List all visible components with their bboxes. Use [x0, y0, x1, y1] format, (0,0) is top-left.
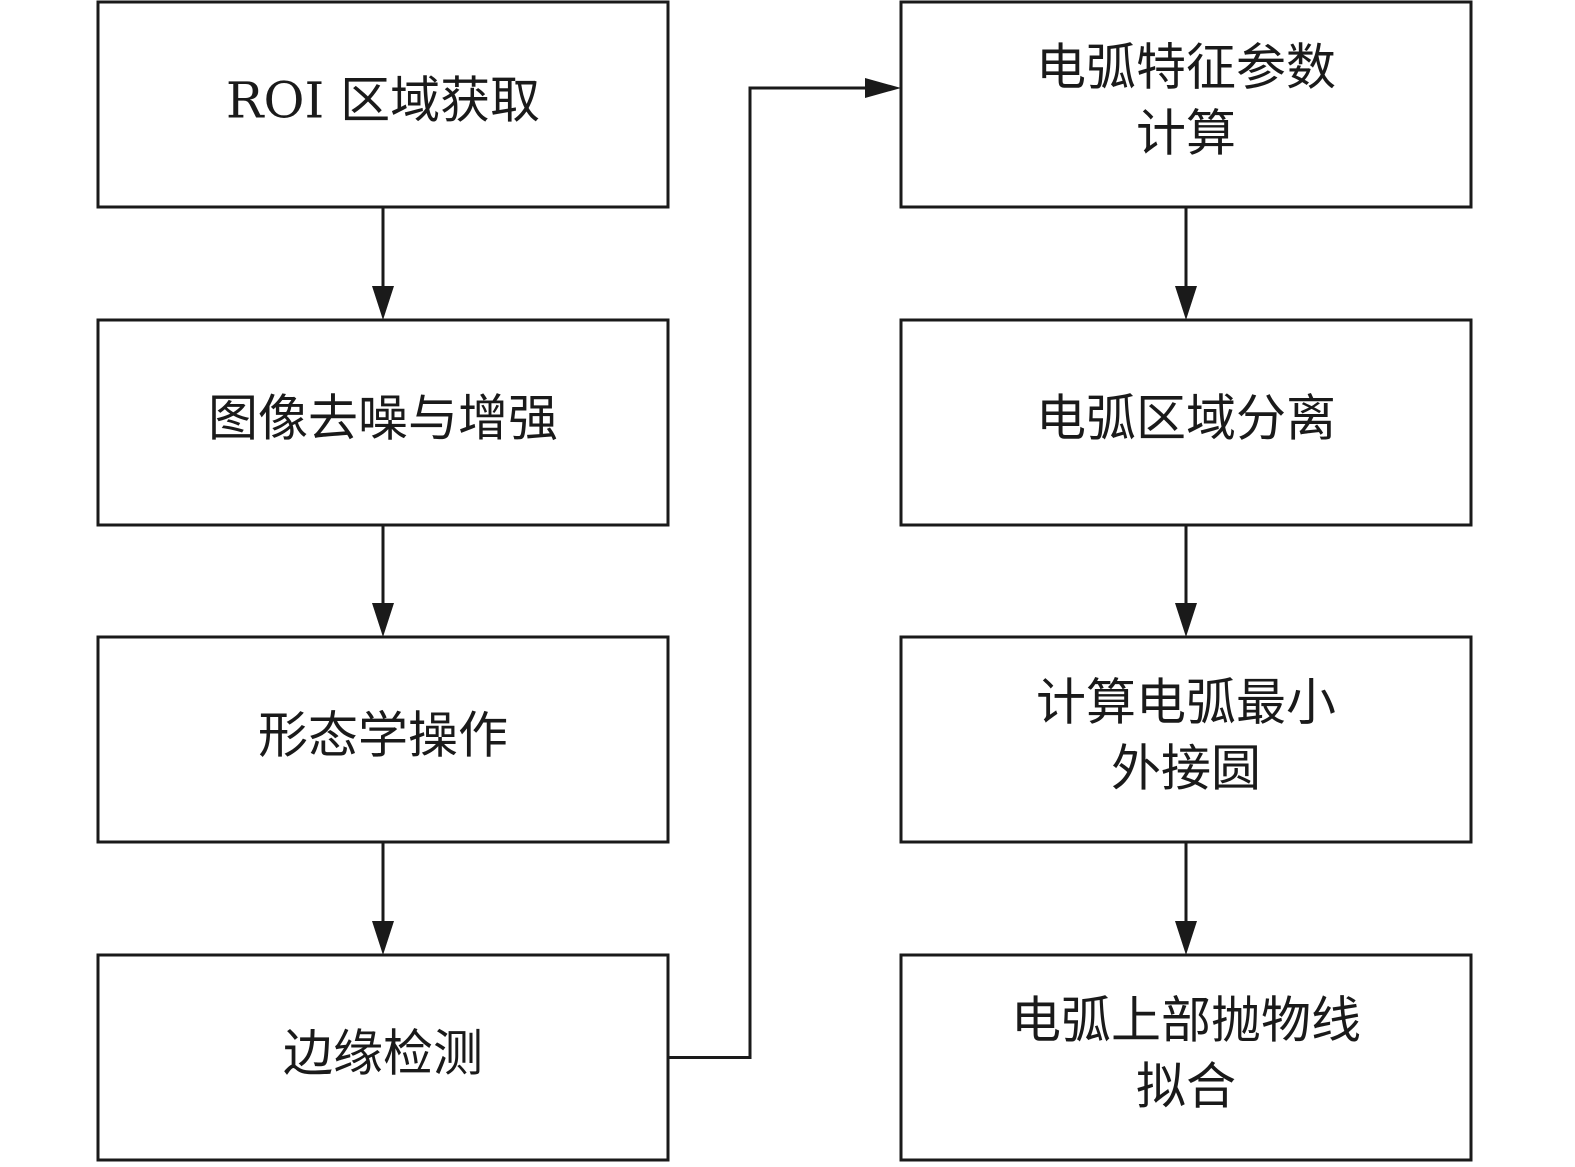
step-label: 拟合: [1136, 1058, 1236, 1116]
step-label: 形态学操作: [258, 707, 508, 765]
arrowhead: [372, 603, 394, 637]
arrowhead: [1175, 286, 1197, 320]
step-box-border: [899, 0, 1473, 209]
step-label: 计算: [1136, 105, 1236, 163]
step-label: 图像去噪与增强: [208, 390, 558, 448]
step-label: 外接圆: [1111, 740, 1261, 798]
step-box-border: [899, 953, 1473, 1162]
flow-arrow-edge-to-param: [668, 86, 869, 1059]
step-box-border: [899, 318, 1473, 527]
boxes: ROI 区域获取图像去噪与增强形态学操作边缘检测电弧特征参数计算电弧区域分离计算…: [96, 0, 1473, 1162]
arrowhead: [865, 78, 901, 98]
step-box-border: [96, 953, 670, 1162]
step-box-sep: 电弧区域分离: [899, 318, 1473, 527]
step-box-border: [96, 0, 670, 209]
step-box-roi: ROI 区域获取: [96, 0, 670, 209]
step-label: 边缘检测: [283, 1025, 483, 1083]
step-label: 计算电弧最小: [1036, 674, 1336, 732]
step-label: ROI 区域获取: [226, 72, 540, 130]
connectors: [372, 78, 1197, 1059]
step-box-edge: 边缘检测: [96, 953, 670, 1162]
step-box-border: [899, 635, 1473, 844]
arrowhead: [372, 286, 394, 320]
step-box-border: [96, 318, 670, 527]
step-label: 电弧区域分离: [1036, 390, 1336, 448]
step-box-denoise: 图像去噪与增强: [96, 318, 670, 527]
step-box-morph: 形态学操作: [96, 635, 670, 844]
step-label: 电弧特征参数: [1036, 39, 1336, 97]
step-label: 电弧上部抛物线: [1011, 992, 1361, 1050]
arrowhead: [372, 921, 394, 955]
arrowhead: [1175, 603, 1197, 637]
step-box-border: [96, 635, 670, 844]
arrowhead: [1175, 921, 1197, 955]
